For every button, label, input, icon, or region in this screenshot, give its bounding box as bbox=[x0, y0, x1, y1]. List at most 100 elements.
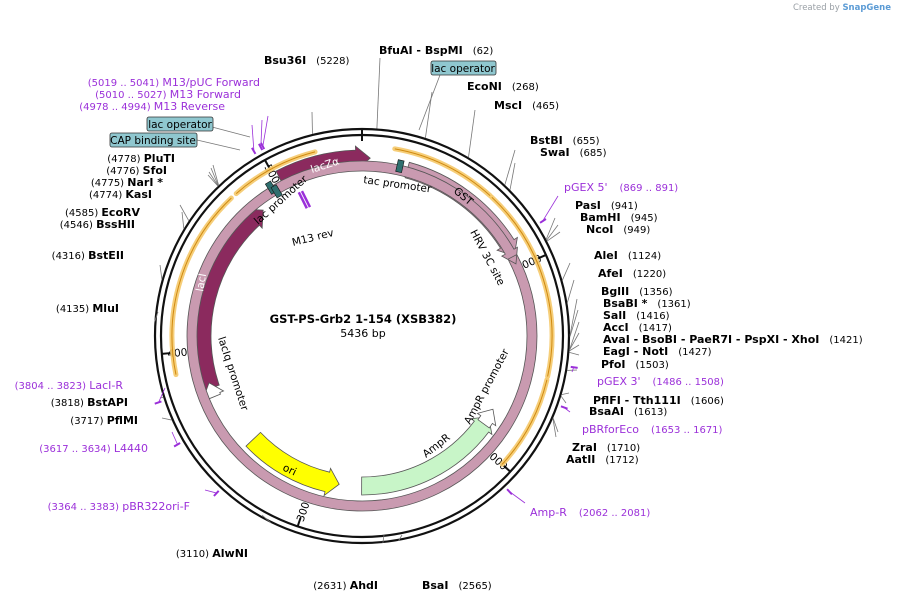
tick-mark-2000 bbox=[502, 464, 511, 473]
snapgene-credit: Created by SnapGene bbox=[793, 3, 891, 13]
highlight-arc-core-4 bbox=[394, 148, 491, 197]
enzyme-leader-28 bbox=[181, 211, 185, 229]
lac-operator-left-leader bbox=[211, 126, 251, 138]
primer-name: Amp-R bbox=[530, 506, 567, 519]
primer-leader-2 bbox=[563, 407, 571, 413]
enzyme-leader-10 bbox=[569, 298, 578, 336]
enzyme-pos: (1361) bbox=[657, 299, 690, 310]
enzyme-pos: (1421) bbox=[829, 335, 862, 346]
enzyme-label-33: (4778) PluTI bbox=[107, 152, 175, 165]
primer-range: (1486 .. 1508) bbox=[653, 377, 725, 388]
enzyme-name: PflFI - Tth111I bbox=[593, 394, 681, 407]
feature-arrows bbox=[154, 142, 578, 512]
enzyme-leader-21 bbox=[398, 534, 403, 541]
enzyme-name: AccI bbox=[603, 321, 629, 334]
primer-leader-3 bbox=[508, 491, 526, 504]
enzyme-label-32: (4776) SfoI bbox=[106, 164, 167, 177]
enzyme-name: BsaAI bbox=[589, 405, 624, 418]
enzyme-pos: (4776) bbox=[106, 166, 142, 177]
enzyme-label-3: BstBI (655) bbox=[530, 134, 600, 147]
enzyme-pos: (1710) bbox=[607, 443, 640, 454]
primer-label-7: (4978 .. 4994) M13 Reverse bbox=[79, 100, 225, 113]
cap-binding-box bbox=[109, 132, 198, 148]
enzyme-pos: (2631) bbox=[313, 581, 349, 592]
enzyme-label-0: BfuAI - BspMI(62) bbox=[379, 44, 493, 57]
primer-range: (1653 .. 1671) bbox=[651, 425, 723, 436]
primer-name: LacI-R bbox=[89, 379, 123, 392]
feature-label-laciq-promoter: lacIq promoter bbox=[215, 335, 250, 413]
enzyme-pos: (1503) bbox=[636, 360, 669, 371]
primer-name: L4440 bbox=[114, 442, 148, 455]
enzyme-pos: (3717) bbox=[70, 416, 106, 427]
primer-leader-4 bbox=[204, 489, 217, 494]
enzyme-label-25: (3818) BstAPI bbox=[51, 396, 128, 409]
enzyme-leader-15 bbox=[569, 351, 580, 356]
enzyme-name: MscI bbox=[494, 99, 522, 112]
primer-tick-1 bbox=[570, 365, 578, 369]
enzyme-label-4: SwaI(685) bbox=[540, 146, 607, 159]
enzyme-label-13: AccI (1417) bbox=[603, 321, 672, 334]
enzyme-leader-7 bbox=[546, 231, 561, 242]
enzyme-pos: (1606) bbox=[691, 396, 724, 407]
enzyme-label-12: SalI(1416) bbox=[603, 309, 670, 322]
enzyme-leader-2 bbox=[468, 109, 476, 158]
enzyme-name: BamHI bbox=[580, 211, 621, 224]
enzyme-pos: (1417) bbox=[639, 323, 672, 334]
enzyme-label-10: BglII(1356) bbox=[601, 285, 673, 298]
primer-leader-5 bbox=[171, 431, 178, 445]
enzyme-pos: (655) bbox=[573, 136, 600, 147]
primer-label-9: (5019 .. 5041) M13/pUC Forward bbox=[88, 76, 260, 89]
enzyme-pos: (62) bbox=[473, 46, 494, 57]
enzyme-leader-27 bbox=[159, 264, 163, 280]
enzyme-name: KasI bbox=[125, 188, 152, 201]
enzyme-pos: (4546) bbox=[60, 220, 96, 231]
enzyme-leader-8 bbox=[562, 262, 571, 281]
enzyme-pos: (1124) bbox=[628, 251, 661, 262]
primer-name: pBR322ori-F bbox=[122, 500, 190, 513]
enzyme-name: BstBI bbox=[530, 134, 563, 147]
enzyme-pos: (4135) bbox=[56, 304, 92, 315]
enzyme-leader-29 bbox=[179, 204, 190, 221]
enzyme-label-19: ZraI(1710) bbox=[572, 441, 640, 454]
plasmid-size: 5436 bp bbox=[340, 327, 385, 340]
primer-range: (3617 .. 3634) bbox=[39, 444, 114, 455]
enzyme-leader-19 bbox=[552, 417, 559, 433]
enzyme-leader-4 bbox=[509, 162, 516, 190]
enzyme-leader-26 bbox=[154, 311, 159, 323]
enzyme-label-16: PfoI(1503) bbox=[601, 358, 669, 371]
enzyme-name: PluTI bbox=[144, 152, 175, 165]
enzyme-pos: (4585) bbox=[65, 208, 101, 219]
primer-name: pGEX 5' bbox=[564, 181, 608, 194]
enzyme-name: AfeI bbox=[598, 267, 623, 280]
tick-mark-1000 bbox=[537, 254, 547, 260]
enzyme-label-24: (3717) PflMI bbox=[70, 414, 138, 427]
enzyme-name: EcoRV bbox=[101, 206, 140, 219]
highlight-arc-core-1 bbox=[501, 379, 548, 465]
lac-operator-box-left bbox=[146, 116, 214, 132]
enzyme-leader-6 bbox=[546, 224, 559, 241]
enzyme-leader-5 bbox=[545, 217, 556, 240]
primer-name: M13/pUC Forward bbox=[162, 76, 260, 89]
enzyme-pos: (5228) bbox=[316, 56, 349, 67]
plasmid-name: GST-PS-Grb2 1-154 (XSB382) bbox=[270, 312, 457, 326]
primer-leader-0 bbox=[542, 195, 559, 222]
primer-name: M13 Reverse bbox=[154, 100, 225, 113]
feature-label-m13rev: M13 rev bbox=[291, 227, 335, 249]
enzyme-name: SwaI bbox=[540, 146, 570, 159]
enzyme-label-6: BamHI(945) bbox=[580, 211, 658, 224]
primer-label-3: Amp-R(2062 .. 2081) bbox=[530, 506, 650, 519]
enzyme-pos: (3110) bbox=[176, 549, 212, 560]
enzyme-label-20: AatII(1712) bbox=[566, 453, 639, 466]
tick-mark-5000 bbox=[264, 159, 271, 169]
lac-operator-label-top: lac operator bbox=[431, 63, 495, 75]
primer-range: (3804 .. 3823) bbox=[15, 381, 90, 392]
boxed-feature-lac-operator-left: lac operator bbox=[146, 116, 214, 132]
enzyme-name: BstEII bbox=[88, 249, 124, 262]
highlight-arc-core-3 bbox=[235, 151, 316, 194]
primer-labels: pGEX 5'(869 .. 891)pGEX 3'(1486 .. 1508)… bbox=[15, 76, 724, 519]
enzyme-name: BstAPI bbox=[87, 396, 128, 409]
enzyme-pos: (465) bbox=[532, 101, 559, 112]
enzyme-label-17: PflFI - Tth111I (1606) bbox=[593, 394, 724, 407]
enzyme-leader-31 bbox=[208, 171, 219, 187]
enzyme-leader-23 bbox=[261, 514, 272, 524]
